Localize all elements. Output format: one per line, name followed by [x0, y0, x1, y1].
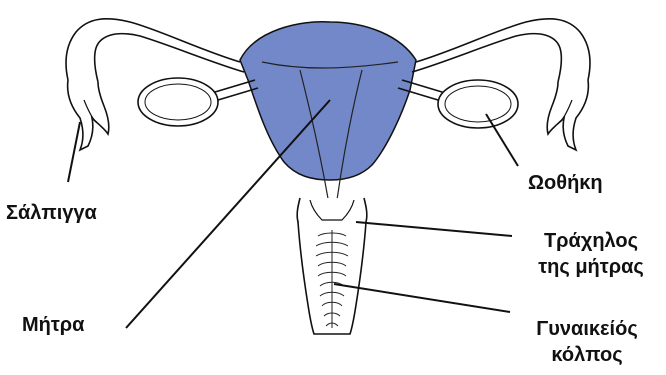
label-cervix-line2: της μήτρας [522, 254, 660, 280]
label-uterus: Μήτρα [22, 312, 84, 338]
left-tube-lower [95, 34, 244, 82]
leader-fallopian-tube [68, 122, 80, 182]
left-tube-upper [66, 19, 240, 80]
label-cervix: Τράχηλος της μήτρας [522, 228, 660, 280]
right-ovary [438, 80, 518, 128]
label-vagina-line1: Γυναικείός [514, 316, 660, 342]
label-vagina: Γυναικείός κόλπος [514, 316, 660, 368]
left-ovary [138, 78, 218, 126]
left-fimbriae [68, 80, 109, 150]
leader-vagina [334, 284, 510, 312]
leader-cervix [356, 222, 512, 236]
label-vagina-line2: κόλπος [514, 342, 660, 368]
label-ovary: Ωοθήκη [528, 170, 603, 196]
right-fimbriae [547, 80, 588, 150]
right-tube-upper [416, 19, 590, 80]
right-tube-lower [412, 34, 561, 82]
label-fallopian-tube: Σάλπιγγα [6, 200, 97, 226]
label-cervix-line1: Τράχηλος [522, 228, 660, 254]
